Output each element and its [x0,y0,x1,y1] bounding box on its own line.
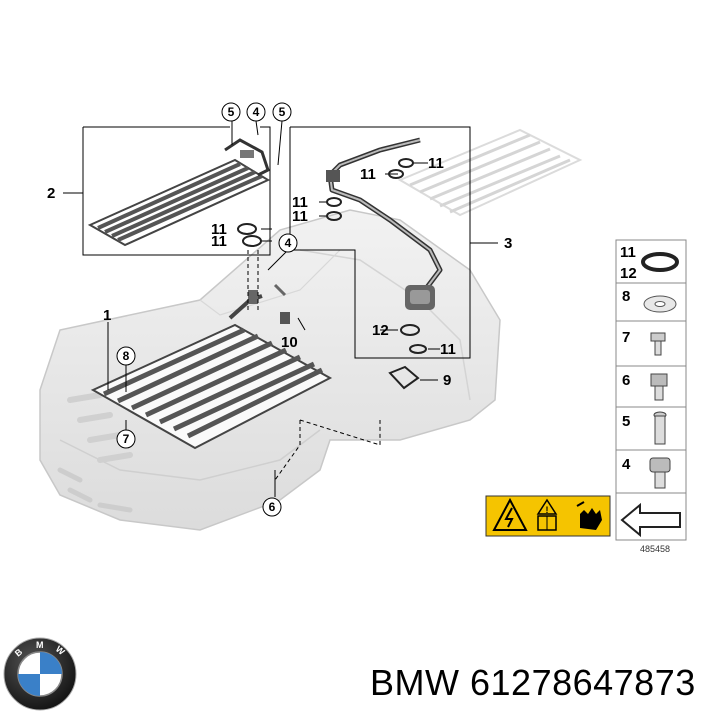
svg-text:11: 11 [620,244,636,261]
svg-text:4: 4 [285,236,292,250]
callout-11-bottom: 11 [440,341,456,358]
svg-text:6: 6 [622,372,630,389]
callout-11-top-right: 11 [428,155,444,172]
callout-1: 1 [103,307,111,324]
callout-5-right: 5 [272,102,292,122]
bmw-logo: B M W [3,637,77,711]
svg-text:4: 4 [622,456,631,473]
svg-text:B: B [13,646,25,658]
callout-3: 3 [504,235,512,252]
callout-11-box2-1: 11 [211,221,227,238]
callout-10: 10 [281,334,298,351]
callout-6: 6 [262,497,282,517]
warning-triangle-icon [492,497,528,531]
callout-2: 2 [47,185,55,202]
leader-lines [63,120,498,497]
callout-11-mid-1: 11 [292,194,308,211]
part-number-caption: BMW 61278647873 [370,662,696,704]
fastener-legend: 11 12 8 7 6 5 4 [615,239,687,541]
cooling-plate-background [397,128,583,217]
svg-text:4: 4 [253,105,260,119]
svg-text:5: 5 [228,105,235,119]
callout-11-box2-2: 11 [211,233,227,250]
svg-text:8: 8 [123,349,130,363]
cooling-plate-1 [90,283,333,450]
svg-text:8: 8 [622,288,630,305]
callout-9: 9 [443,372,451,389]
attention-triangle-icon [536,498,558,515]
callout-11-mid-2: 11 [292,208,308,225]
washers [237,158,427,354]
gasket-9 [388,365,420,390]
callout-4-middle: 4 [278,233,298,253]
svg-text:M: M [36,640,44,650]
callout-11-top-left: 11 [360,166,376,183]
svg-text:7: 7 [622,329,630,346]
svg-text:12: 12 [620,265,637,282]
svg-text:!: ! [546,505,549,515]
high-voltage-warning-label: ! [485,495,611,537]
part-number: 61278647873 [470,662,696,703]
svg-text:7: 7 [123,432,130,446]
svg-text:5: 5 [622,413,630,430]
callout-7: 7 [116,429,136,449]
callout-12: 12 [372,322,389,339]
callout-8: 8 [116,346,136,366]
svg-text:5: 5 [279,105,286,119]
svg-text:6: 6 [269,500,276,514]
callout-4-top: 4 [246,102,266,122]
diagram-number: 485458 [640,544,670,554]
box-item-2 [82,126,271,256]
callout-5-left: 5 [221,102,241,122]
brand-name: BMW [370,662,460,703]
